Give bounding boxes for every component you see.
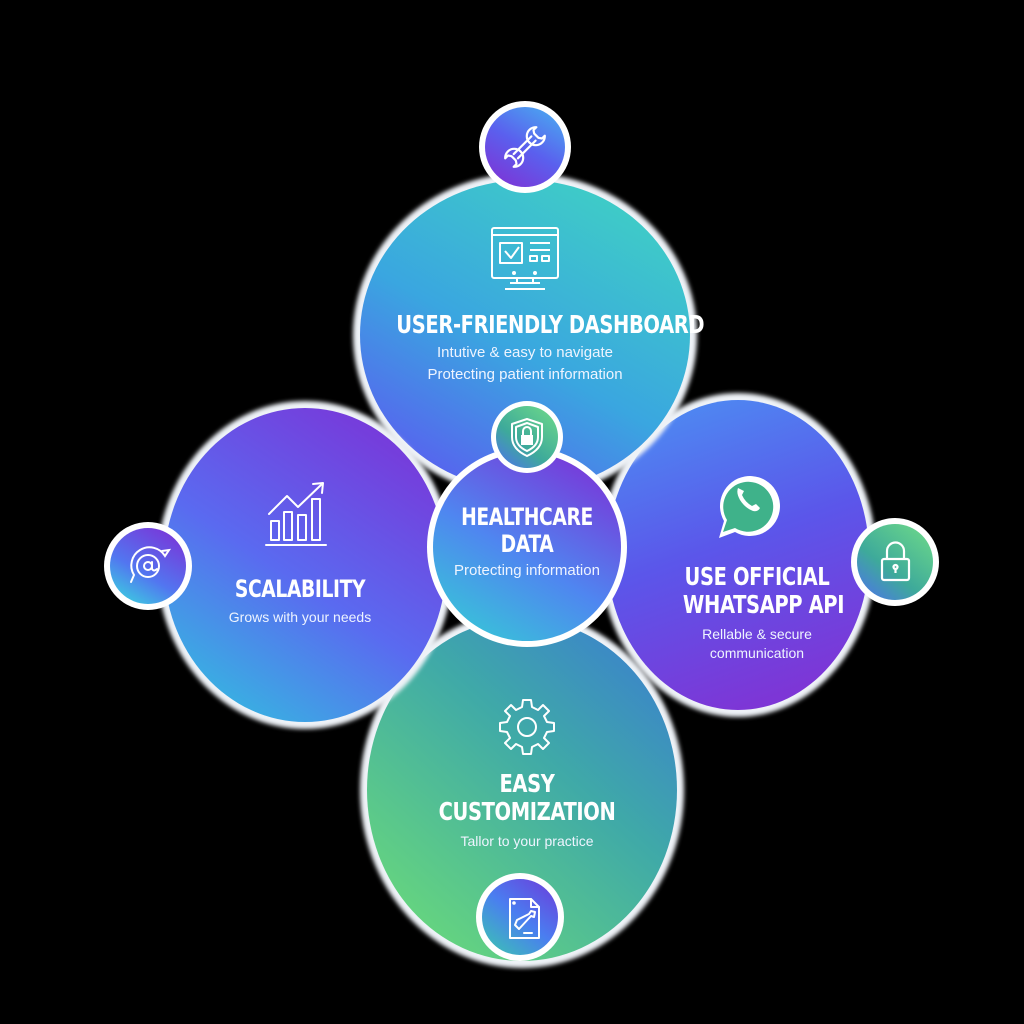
- node-top-description-1: Intutive & easy to navigate: [437, 344, 613, 361]
- node-bottom-title-2: CUSTOMIZATION: [438, 797, 616, 826]
- growth-chart-icon: [265, 482, 327, 546]
- node-right-shape: [600, 393, 876, 717]
- badge-left: [104, 522, 192, 610]
- wrench-icon: [504, 126, 546, 168]
- node-top: USER-FRIENDLY DASHBOARD Intutive & easy …: [360, 310, 705, 386]
- monitor-dashboard-icon: [491, 227, 559, 290]
- node-right-description-1: Rellable & secure: [702, 626, 812, 642]
- node-bottom-title-1: EASY: [499, 769, 555, 798]
- node-left-shape: [157, 401, 453, 729]
- node-right-description-2: communication: [709, 645, 805, 661]
- node-top-shape: [353, 173, 697, 497]
- node-left: SCALABILITY Grows with your needs: [200, 574, 400, 628]
- document-edit-icon: [509, 898, 540, 939]
- shield-lock-icon: [511, 418, 543, 457]
- badge-right: [851, 518, 939, 606]
- node-top-description-2: Protecting patient information: [427, 366, 623, 383]
- center-shape: [427, 447, 627, 647]
- node-right-title-1: USE OFFICIAL: [684, 562, 830, 591]
- center-title-2: DATA: [500, 530, 554, 558]
- at-chat-icon: [130, 546, 172, 583]
- node-right: USE OFFICIAL WHATSAPP API Rellable & sec…: [662, 563, 852, 663]
- node-left-description: Grows with your needs: [228, 609, 372, 625]
- gear-icon: [499, 699, 555, 755]
- padlock-icon: [880, 541, 911, 582]
- node-bottom-shape: [360, 612, 684, 968]
- center-title-1: HEALTHCARE: [461, 503, 593, 531]
- center-node: HEALTHCARE DATA Protecting information: [432, 504, 622, 582]
- center-description: Protecting information: [454, 562, 600, 579]
- node-left-title: SCALABILITY: [234, 575, 366, 603]
- badge-top: [479, 101, 571, 193]
- node-top-title: USER-FRIENDLY DASHBOARD: [396, 310, 705, 339]
- node-bottom: EASY CUSTOMIZATION Tallor to your practi…: [412, 770, 642, 852]
- badge-bottom: [476, 873, 564, 961]
- whatsapp-icon: [719, 476, 780, 538]
- node-bottom-description: Tallor to your practice: [460, 833, 594, 849]
- node-right-title-2: WHATSAPP API: [682, 590, 845, 619]
